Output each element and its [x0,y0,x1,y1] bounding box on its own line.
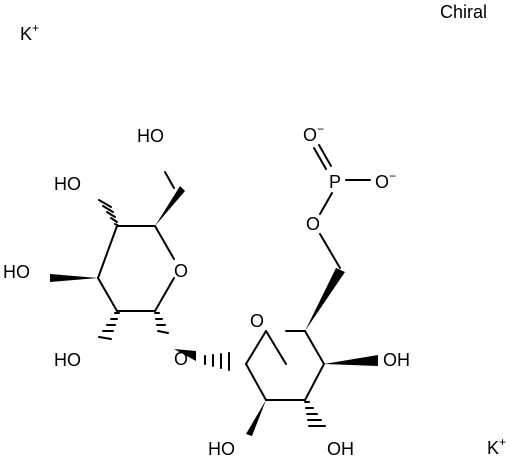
stereo-wedges [50,186,378,436]
left-ring-bonds [97,171,175,312]
hydroxyl-c3: HO [3,262,30,282]
oxygen-symbol: O [303,125,317,145]
phosphate-ester-oxygen: O [306,214,320,234]
hash [98,336,112,340]
anion-charge: − [389,169,396,183]
hash [110,217,118,223]
bond [97,277,118,312]
hash [102,205,114,213]
hydroxyl-c4: HO [54,174,81,194]
potassium-symbol: K [487,438,499,458]
bond [245,330,267,365]
double-bond [313,147,327,170]
wedge-bond [305,268,345,331]
wedge-bond [155,186,185,226]
phosphate-oxygen-top: O− [303,122,324,145]
bond [245,363,267,401]
hash [106,211,116,218]
hydroxyl-right-c3: OH [383,350,410,370]
phosphate-bonds [313,144,371,181]
anion-charge: − [317,122,324,136]
potassium-symbol: K [20,24,32,44]
hash [157,330,169,334]
bond [97,225,118,279]
bond [154,277,175,312]
bond [304,330,325,365]
ring-oxygen-right: O [250,311,264,331]
hydroxyl-c2: HO [54,350,81,370]
bond [319,192,333,215]
potassium-ion-bottom: K+ [487,435,506,458]
cation-charge: + [32,21,39,35]
glycosidic-oxygen: O [174,349,188,369]
bond [265,330,287,365]
bond [164,171,175,189]
phosphate-oxygen-right: O− [375,169,396,192]
bond [304,363,325,401]
ring-oxygen-left: O [174,261,188,281]
bond [319,233,341,269]
hydroxymethyl-oh: HO [137,126,164,146]
cation-charge: + [499,435,506,449]
right-ring-bonds [245,192,341,401]
hydroxyl-right-c2: HO [208,439,235,459]
wedge-bond [174,349,196,361]
bond [154,225,175,260]
wedge-bond [246,400,266,436]
double-bond [318,144,332,167]
atom-labels: Chiral K+ K+ HO HO HO HO O O O OH HO OH … [3,2,506,459]
hash [98,199,112,208]
hash [114,223,120,227]
hydroxyl-right-c1: OH [327,439,354,459]
phosphorus-atom: P [329,172,341,192]
hashed-bonds [98,199,326,427]
potassium-ion-top: K+ [20,21,39,44]
wedge-bond [324,355,378,366]
wedge-bond [50,274,98,282]
oxygen-symbol: O [375,172,389,192]
chiral-label: Chiral [440,2,487,22]
